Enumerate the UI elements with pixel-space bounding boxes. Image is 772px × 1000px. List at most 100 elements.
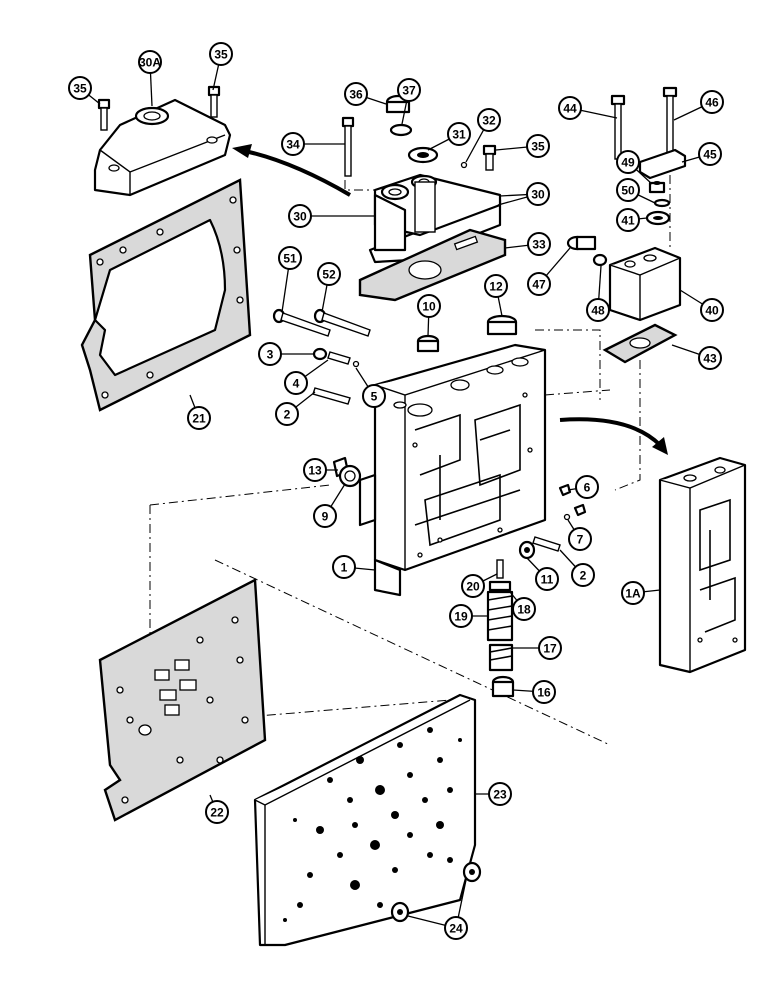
cap-49 bbox=[648, 181, 666, 194]
callout-13: 13 bbox=[303, 458, 327, 482]
callout-30: 30 bbox=[526, 182, 550, 206]
callout-number: 17 bbox=[543, 642, 557, 656]
callout-number: 52 bbox=[322, 268, 336, 282]
callout-1a: 1A bbox=[621, 581, 645, 605]
sensor-47 bbox=[566, 235, 597, 251]
callout-number: 23 bbox=[493, 788, 507, 802]
callout-circle bbox=[698, 142, 722, 166]
pin-2-left bbox=[312, 387, 351, 405]
callout-number: 47 bbox=[532, 278, 546, 292]
callout-7: 7 bbox=[568, 527, 592, 551]
callout-circle bbox=[138, 50, 162, 74]
callout-18: 18 bbox=[512, 597, 536, 621]
callout-number: 6 bbox=[584, 481, 591, 495]
callout-circle bbox=[288, 204, 312, 228]
callout-17: 17 bbox=[538, 636, 562, 660]
callout-51: 51 bbox=[278, 246, 302, 270]
callout-circle bbox=[558, 96, 582, 120]
callout-number: 35 bbox=[73, 82, 87, 96]
callout-49: 49 bbox=[616, 150, 640, 174]
callout-number: 12 bbox=[489, 280, 503, 294]
callout-circle bbox=[284, 371, 308, 395]
callout-43: 43 bbox=[698, 346, 722, 370]
callout-47: 47 bbox=[527, 272, 551, 296]
bolt-51 bbox=[272, 308, 331, 337]
bolt-44 bbox=[610, 94, 626, 160]
callout-circle bbox=[258, 342, 282, 366]
callout-number: 13 bbox=[308, 464, 322, 478]
callout-number: 2 bbox=[284, 408, 291, 422]
plate-45 bbox=[638, 148, 687, 180]
callout-circle bbox=[275, 402, 299, 426]
part-30a-housing bbox=[93, 98, 232, 197]
plug-24-left bbox=[390, 901, 410, 923]
callout-37: 37 bbox=[397, 78, 421, 102]
spring-stack bbox=[486, 559, 515, 698]
ball-5 bbox=[352, 360, 360, 368]
callout-23: 23 bbox=[488, 782, 512, 806]
ring-37 bbox=[389, 123, 413, 137]
callout-circle bbox=[461, 574, 485, 598]
callout-circle bbox=[538, 636, 562, 660]
direction-arrows bbox=[232, 144, 668, 455]
callout-circle bbox=[278, 246, 302, 270]
callout-circle bbox=[616, 150, 640, 174]
callout-circle bbox=[303, 458, 327, 482]
callout-2: 2 bbox=[275, 402, 299, 426]
ring-50 bbox=[653, 198, 671, 208]
callout-20: 20 bbox=[461, 574, 485, 598]
part-33-gasket bbox=[358, 228, 507, 302]
callout-circle bbox=[447, 122, 471, 146]
callout-circle bbox=[484, 274, 508, 298]
callout-number: 46 bbox=[705, 96, 719, 110]
callout-33: 33 bbox=[527, 232, 551, 256]
callout-number: 10 bbox=[422, 300, 436, 314]
callout-10: 10 bbox=[417, 294, 441, 318]
callout-12: 12 bbox=[484, 274, 508, 298]
callout-circle bbox=[68, 76, 92, 100]
part-30-block bbox=[368, 173, 502, 264]
bolt-35-right bbox=[207, 85, 221, 118]
callout-circle bbox=[621, 581, 645, 605]
callout-circle bbox=[444, 916, 468, 940]
callout-circle bbox=[417, 294, 441, 318]
callout-number: 18 bbox=[517, 603, 531, 617]
callout-circle bbox=[397, 78, 421, 102]
callout-number: 33 bbox=[532, 238, 546, 252]
callout-circle bbox=[205, 800, 229, 824]
callout-number: 35 bbox=[214, 48, 228, 62]
bolt-35-left bbox=[97, 98, 111, 131]
callout-30: 30 bbox=[288, 204, 312, 228]
callout-number: 19 bbox=[454, 610, 468, 624]
callout-2: 2 bbox=[571, 563, 595, 587]
callout-number: 11 bbox=[541, 573, 554, 587]
callout-number: 4 bbox=[293, 377, 300, 391]
bolt-35-center bbox=[482, 144, 497, 171]
part-22-gasket bbox=[98, 578, 267, 822]
ring-48 bbox=[592, 253, 608, 267]
callout-number: 30 bbox=[531, 188, 545, 202]
callout-circle bbox=[526, 134, 550, 158]
callout-45: 45 bbox=[698, 142, 722, 166]
callout-circle bbox=[317, 262, 341, 286]
callout-circle bbox=[571, 563, 595, 587]
callout-4: 4 bbox=[284, 371, 308, 395]
callout-number: 50 bbox=[621, 184, 635, 198]
callout-circle bbox=[532, 680, 556, 704]
callout-number: 9 bbox=[322, 510, 329, 524]
callout-30a: 30A bbox=[138, 50, 162, 74]
callout-number: 35 bbox=[531, 140, 545, 154]
callout-35: 35 bbox=[68, 76, 92, 100]
callout-number: 30A bbox=[139, 56, 161, 70]
pin-2-right bbox=[532, 536, 561, 552]
callout-number: 43 bbox=[703, 352, 717, 366]
callout-circle bbox=[512, 597, 536, 621]
callout-circle bbox=[700, 298, 724, 322]
callout-number: 21 bbox=[192, 412, 206, 426]
callout-34: 34 bbox=[281, 132, 305, 156]
callout-number: 20 bbox=[466, 580, 480, 594]
callout-number: 2 bbox=[580, 569, 587, 583]
ball-32 bbox=[460, 161, 468, 169]
callout-44: 44 bbox=[558, 96, 582, 120]
